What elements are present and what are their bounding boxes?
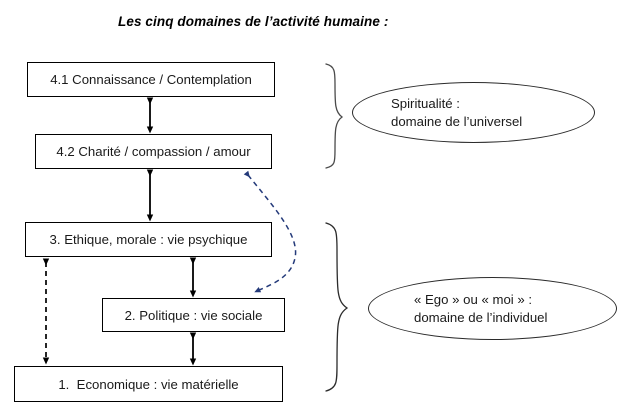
page-title: Les cinq domaines de l’activité humaine …: [118, 14, 389, 29]
box-charite-compassion-amour[interactable]: 4.2 Charité / compassion / amour: [35, 134, 272, 169]
ellipse-ego-moi[interactable]: « Ego » ou « moi » : domaine de l’indivi…: [368, 277, 617, 340]
box-ethique-morale-vie-psychique[interactable]: 3. Ethique, morale : vie psychique: [25, 222, 272, 257]
brace-spiritualite: [325, 63, 344, 169]
box-politique-vie-sociale[interactable]: 2. Politique : vie sociale: [102, 298, 285, 332]
ellipse-spiritualite-line2: domaine de l’universel: [391, 113, 523, 129]
box-economique-vie-materielle[interactable]: 1. Economique : vie matérielle: [14, 366, 283, 402]
ellipse-spiritualite-line1: Spiritualité :: [391, 96, 460, 112]
ellipse-ego-moi-line2: domaine de l’individuel: [414, 309, 548, 325]
ellipse-ego-moi-line1: « Ego » ou « moi » :: [414, 292, 533, 308]
brace-ego: [325, 222, 349, 392]
ellipse-spiritualite[interactable]: Spiritualité : domaine de l’universel: [352, 82, 595, 143]
box-connaissance-contemplation[interactable]: 4.1 Connaissance / Contemplation: [27, 62, 275, 97]
